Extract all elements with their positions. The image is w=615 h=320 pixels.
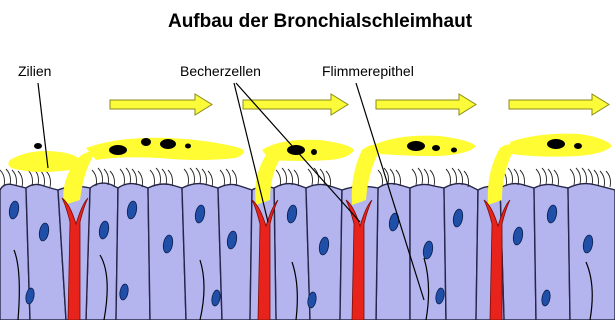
dust-particle: [160, 139, 176, 149]
dust-particle: [34, 143, 42, 149]
epithelial-cell: [376, 184, 410, 320]
label-goblet-cells: Becherzellen: [180, 63, 261, 79]
transport-arrow: [110, 94, 212, 115]
mucus-blob: [8, 151, 78, 172]
dust-particle: [451, 148, 457, 153]
dust-particle: [547, 139, 565, 149]
label-cilia: Zilien: [18, 63, 51, 79]
dust-particle: [109, 145, 127, 155]
transport-arrows: [110, 94, 609, 115]
ciliated-epithelium-cells: [0, 183, 615, 320]
mucus-blob: [376, 136, 476, 156]
dust-particle: [574, 143, 582, 149]
epithelial-cell: [274, 184, 310, 320]
transport-arrow: [509, 94, 609, 115]
epithelial-cell: [444, 184, 478, 320]
dust-particle: [311, 149, 317, 155]
dust-particle: [432, 145, 440, 151]
epithelial-cell: [534, 184, 570, 320]
diagram-title: Aufbau der Bronchialschleimhaut: [168, 11, 473, 32]
transport-arrow: [243, 94, 348, 115]
epithelial-cell: [86, 183, 118, 320]
label-ciliated-epithelium: Flimmerepithel: [322, 63, 414, 79]
epithelial-cell: [218, 184, 252, 320]
epithelial-cell: [568, 184, 615, 320]
epithelial-cell: [500, 184, 536, 320]
dust-particle: [141, 138, 151, 146]
dust-particle: [185, 144, 191, 149]
dust-particle: [407, 141, 425, 151]
transport-arrow: [376, 94, 476, 115]
